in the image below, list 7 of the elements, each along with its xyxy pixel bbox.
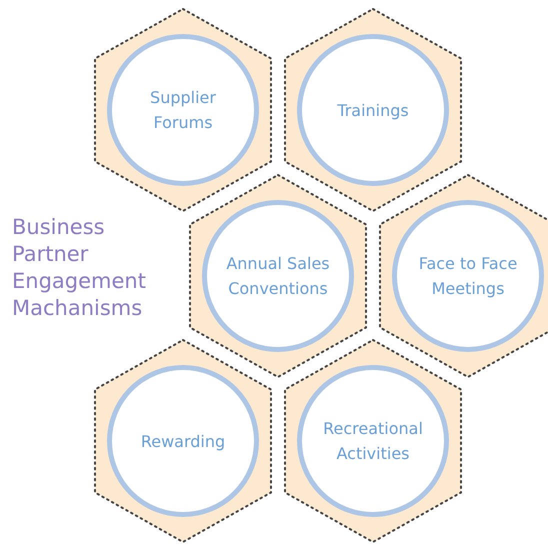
node-label: Supplier Forums	[149, 87, 217, 134]
node-label: Trainings	[337, 100, 409, 122]
node-label: Rewarding	[140, 430, 226, 452]
diagram-title: Business Partner Engagement Machanisms	[12, 214, 147, 322]
node-label: Recreational Activities	[322, 418, 424, 465]
node-label: Face to Face Meetings	[418, 253, 518, 300]
node-label: Annual Sales Conventions	[225, 253, 331, 300]
